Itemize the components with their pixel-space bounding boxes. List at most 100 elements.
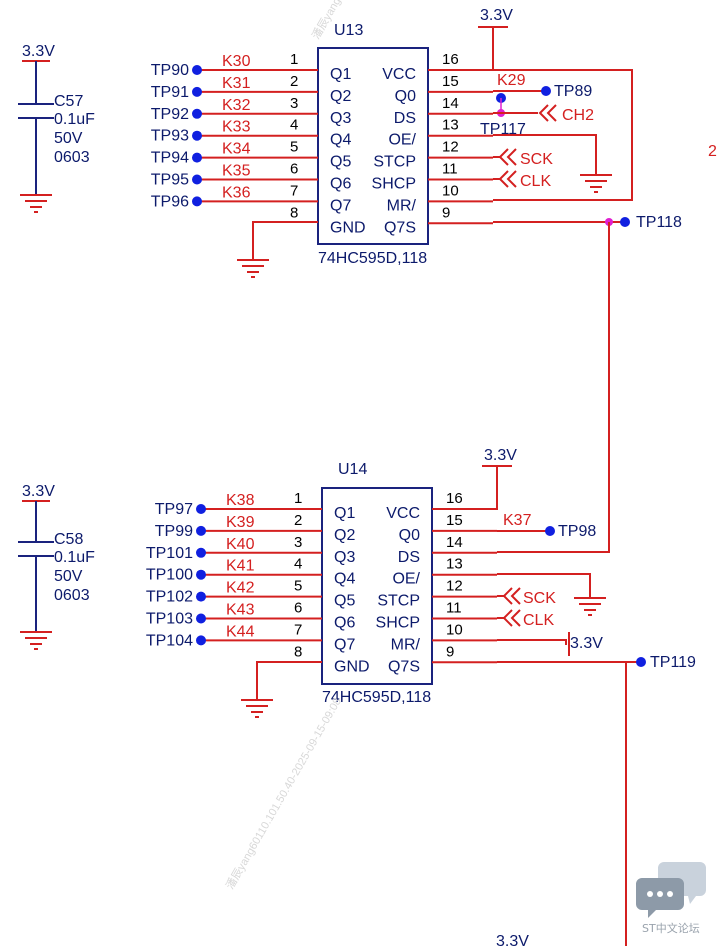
ground-symbol [574, 597, 606, 616]
test-point-label: TP95 [151, 172, 189, 189]
net-label: K41 [226, 558, 255, 575]
pin-number: 8 [294, 643, 302, 660]
port-arrow [498, 148, 509, 166]
pin-name: Q7S [384, 219, 416, 236]
cap-c58-supply: 3.3V [22, 483, 55, 500]
cap-c58-voltage: 50V [54, 568, 83, 585]
port-label-clk: CLK [523, 612, 554, 629]
ground-symbol [237, 259, 269, 278]
test-point [192, 65, 202, 75]
test-point-label: TP96 [151, 193, 189, 210]
net-label: K36 [222, 184, 251, 201]
pin-number: 16 [446, 490, 463, 507]
pin-name: DS [398, 549, 420, 566]
pin-name: STCP [377, 593, 420, 610]
pin-number: 4 [294, 556, 302, 573]
test-point [196, 504, 206, 514]
test-point [192, 174, 202, 185]
cap-c58-package: 0603 [54, 587, 90, 604]
cap-c58-ref: C58 [54, 531, 83, 548]
net-label: K35 [222, 163, 251, 180]
test-point [196, 525, 206, 536]
pin-name: Q7S [388, 658, 420, 675]
test-point-label: TP103 [146, 611, 193, 628]
pin-name: SHCP [372, 176, 416, 193]
test-point [620, 217, 630, 227]
test-point [192, 152, 202, 163]
test-point [196, 613, 206, 624]
test-point-label: TP91 [151, 84, 189, 101]
test-point-label: TP97 [155, 501, 193, 518]
edge-label: 2 [708, 143, 717, 160]
pin-name: Q3 [334, 549, 355, 566]
test-point [545, 526, 555, 536]
pin-number: 5 [294, 578, 302, 595]
chip-u14: U14 74HC595D,118 1Q1K38TP972Q2K39TP993Q3… [146, 447, 696, 946]
pin-number: 10 [442, 182, 459, 199]
pin-number: 11 [442, 161, 458, 178]
test-point [192, 108, 202, 119]
pin-name: OE/ [388, 132, 416, 149]
test-point-label: TP99 [155, 523, 193, 540]
port-label-sck: SCK [520, 151, 553, 168]
pin-name: MR/ [391, 636, 421, 653]
net-label: K34 [222, 141, 251, 158]
ground-symbol [20, 631, 52, 650]
forum-badge-text: ST中文论坛 [642, 922, 700, 935]
pin-number: 8 [290, 204, 298, 221]
test-point-label: TP101 [146, 545, 193, 562]
port-arrow [502, 609, 513, 627]
pin-name: Q6 [334, 615, 355, 632]
pin-name: GND [330, 219, 366, 236]
pin-number: 1 [294, 490, 302, 507]
net-label: K30 [222, 53, 251, 70]
ground-symbol [580, 174, 612, 193]
watermark: 潘辰yang60110.101.50.40-2025-09-15-09:08 [223, 696, 344, 892]
cap-c57-supply: 3.3V [22, 43, 55, 60]
pin-number: 5 [290, 139, 298, 156]
pin-name: DS [394, 110, 416, 127]
port-label-sck: SCK [523, 590, 556, 607]
pin-name: Q1 [330, 66, 351, 83]
ground-symbol [241, 699, 273, 718]
pin-number: 2 [290, 73, 298, 90]
chip-u13-body [317, 47, 429, 245]
pin-name: Q6 [330, 176, 351, 193]
pin-name: Q3 [330, 110, 351, 127]
pin-number: 9 [446, 643, 454, 660]
chip-u14-ref: U14 [338, 461, 367, 478]
cap-c57-package: 0603 [54, 149, 90, 166]
test-point [192, 86, 202, 97]
pin-number: 4 [290, 117, 298, 134]
pin-name: Q2 [334, 527, 355, 544]
net-label: K43 [226, 602, 255, 619]
chip-u13-part: 74HC595D,118 [318, 250, 427, 267]
cap-c58-value: 0.1uF [54, 549, 95, 566]
port-label-ch2: CH2 [562, 107, 594, 124]
test-point [196, 591, 206, 602]
pin-number: 11 [446, 600, 462, 617]
pin-number: 14 [442, 95, 459, 112]
pin-name: SHCP [376, 615, 420, 632]
net-label: K31 [222, 75, 251, 92]
pin-number: 16 [442, 51, 459, 68]
net-label: K44 [226, 623, 255, 640]
test-point-label: TP100 [146, 567, 193, 584]
test-point [541, 86, 551, 96]
mr-supply: 3.3V [570, 635, 603, 652]
test-point-label: TP102 [146, 589, 193, 606]
pin-number: 2 [294, 512, 302, 529]
cap-c58: 3.3V C58 0.1uF 50V 0603 [18, 483, 95, 650]
test-point [196, 569, 206, 580]
pin-name: Q4 [334, 571, 355, 588]
chip-u13-supply: 3.3V [480, 7, 513, 24]
test-point-tp117: TP117 [480, 121, 526, 138]
pin-number: 13 [446, 556, 463, 573]
test-point [192, 130, 202, 141]
test-point [636, 657, 646, 667]
pin-number: 12 [442, 139, 459, 156]
ground-symbol [20, 194, 52, 213]
pin-number: 6 [290, 161, 298, 178]
